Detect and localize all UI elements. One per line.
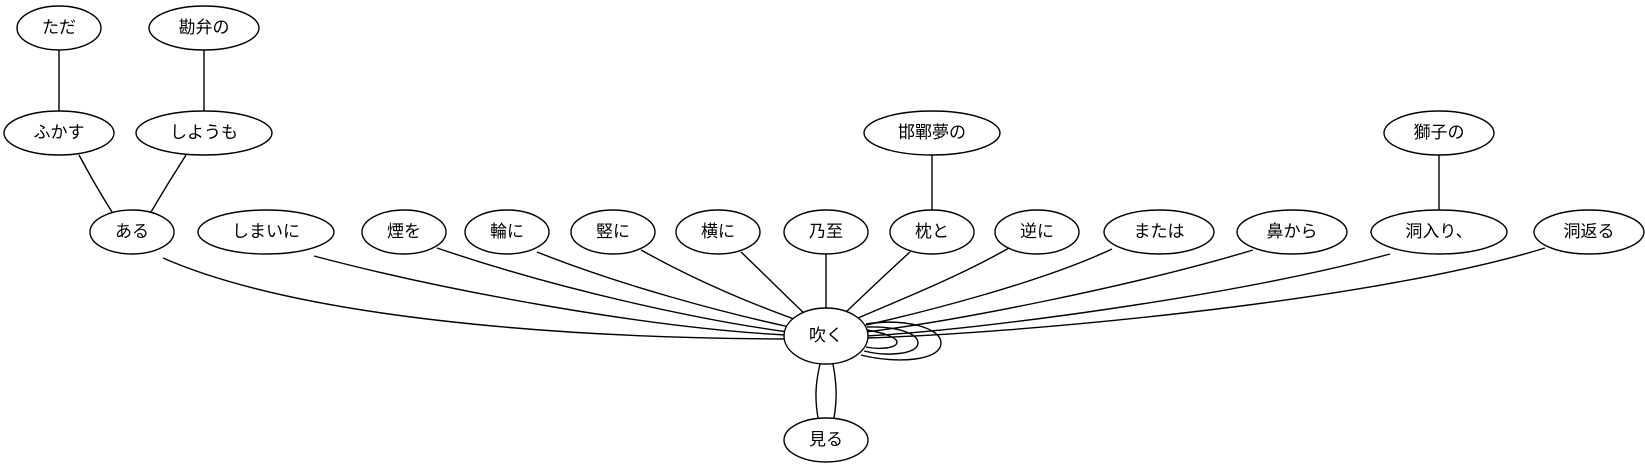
node-ellipse <box>1370 209 1508 255</box>
node-label: 勘弁の <box>179 18 230 38</box>
node-label: または <box>1134 222 1185 242</box>
node-shiyoumo: しようも <box>135 110 273 156</box>
edge-kemurio-fuku <box>436 247 789 333</box>
node-wani: 輪に <box>464 209 550 255</box>
edge-shiyoumo-aru <box>150 154 187 213</box>
edge-fuku-fuku <box>860 321 942 361</box>
node-ellipse <box>783 417 869 463</box>
node-makurato: 枕と <box>889 209 975 255</box>
node-naishi: 乃至 <box>783 209 869 255</box>
node-ellipse <box>148 5 260 51</box>
node-ellipse <box>570 209 656 255</box>
node-horagaeru: 洞返る <box>1533 209 1645 255</box>
node-matawa: または <box>1103 209 1215 255</box>
node-shimaini: しまいに <box>197 209 335 255</box>
node-horairi: 洞入り、 <box>1370 209 1508 255</box>
edge-tateni-fuku <box>640 249 803 323</box>
edge-hanakara-fuku <box>864 249 1254 333</box>
node-ellipse <box>1533 209 1645 255</box>
node-label: 見る <box>809 430 843 450</box>
edge-aru-fuku <box>162 257 785 340</box>
node-ellipse <box>675 209 761 255</box>
node-label: 横に <box>701 222 735 242</box>
edge-horagaeru-fuku <box>865 247 1546 339</box>
node-ellipse <box>3 110 115 156</box>
node-label: 鼻から <box>1267 222 1318 242</box>
node-label: 輪に <box>490 222 524 242</box>
node-label: ふかす <box>34 123 85 143</box>
node-label: 逆に <box>1020 222 1054 242</box>
node-label: 竪に <box>596 222 630 242</box>
node-gyakuni: 逆に <box>994 209 1080 255</box>
node-ellipse <box>16 5 102 51</box>
node-ellipse <box>464 209 550 255</box>
node-label: 洞返る <box>1564 222 1615 242</box>
edge-gyakuni-fuku <box>857 247 1010 319</box>
node-shishi: 獅子の <box>1383 110 1495 156</box>
node-fuku: 吹く <box>783 307 869 365</box>
edge-yokoni-fuku <box>740 251 807 316</box>
node-hanakara: 鼻から <box>1236 209 1348 255</box>
node-label: ある <box>115 222 149 242</box>
node-aru: ある <box>89 209 175 255</box>
node-ellipse <box>783 307 869 365</box>
edge-fuku-miru <box>832 363 837 419</box>
edge-fuku-miru <box>815 363 821 419</box>
node-label: 邯鄲夢の <box>898 123 966 143</box>
edge-fuku-fuku <box>865 329 898 350</box>
node-tada: ただ <box>16 5 102 51</box>
edge-fukasu-aru <box>78 154 113 213</box>
node-tateni: 竪に <box>570 209 656 255</box>
node-kemurio: 煙を <box>361 209 447 255</box>
edge-shimaini-fuku <box>313 255 787 336</box>
node-label: 獅子の <box>1414 123 1465 143</box>
edge-horairi-fuku <box>865 253 1391 337</box>
node-ellipse <box>863 110 1001 156</box>
node-kantan: 邯鄲夢の <box>863 110 1001 156</box>
node-ellipse <box>361 209 447 255</box>
node-ellipse <box>783 209 869 255</box>
edge-wani-fuku <box>536 251 795 329</box>
node-fukasu: ふかす <box>3 110 115 156</box>
node-label: ただ <box>42 18 76 38</box>
edges-layer <box>58 50 1546 419</box>
edge-fuku-fuku <box>863 326 919 355</box>
node-label: しようも <box>170 123 238 143</box>
edge-matawa-fuku <box>861 248 1113 327</box>
node-ellipse <box>89 209 175 255</box>
node-label: 枕と <box>915 222 949 242</box>
node-ellipse <box>889 209 975 255</box>
node-label: 洞入り、 <box>1405 222 1472 242</box>
node-label: しまいに <box>232 222 300 242</box>
edge-makurato-fuku <box>845 251 911 313</box>
node-ellipse <box>1103 209 1215 255</box>
node-yokoni: 横に <box>675 209 761 255</box>
node-ellipse <box>994 209 1080 255</box>
node-label: 煙を <box>387 222 421 242</box>
node-label: 吹く <box>809 326 843 346</box>
node-label: 乃至 <box>809 222 843 242</box>
node-ellipse <box>135 110 273 156</box>
node-miru: 見る <box>783 417 869 463</box>
node-ellipse <box>197 209 335 255</box>
node-ellipse <box>1236 209 1348 255</box>
node-kanben: 勘弁の <box>148 5 260 51</box>
node-ellipse <box>1383 110 1495 156</box>
